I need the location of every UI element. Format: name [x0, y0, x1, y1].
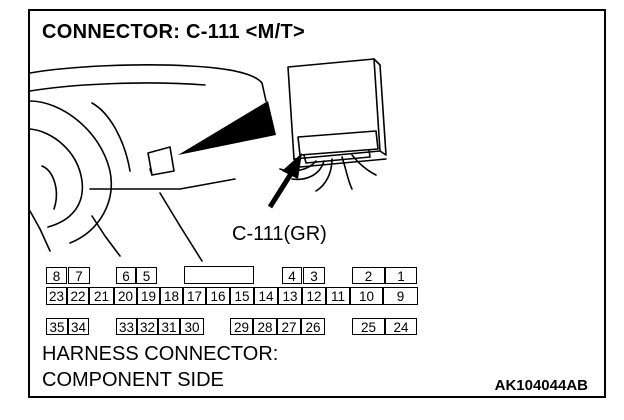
dashboard-illustration [30, 58, 387, 262]
pin-cell: 27 [277, 318, 301, 335]
pin-cell: 6 [116, 267, 136, 284]
pin-cell: 35 [46, 318, 68, 335]
pointer-wedge [178, 101, 276, 155]
arrow-icon [267, 153, 302, 209]
pin-cell: 15 [230, 287, 254, 305]
ecu-box [287, 58, 381, 160]
pin-cell: 33 [116, 318, 137, 335]
pin-cell: 22 [67, 287, 89, 305]
pin-cell: 24 [385, 318, 417, 335]
pin-cell: 13 [278, 287, 302, 305]
pin-cell: 32 [137, 318, 158, 335]
pin-cell: 16 [206, 287, 230, 305]
pin-cell: 2 [352, 267, 385, 284]
footer-line-1: HARNESS CONNECTOR: [42, 343, 279, 365]
pin-cell: 20 [114, 287, 137, 305]
pin-cell: 1 [385, 267, 417, 284]
console-line [159, 192, 203, 262]
pin-cell: 7 [68, 267, 90, 284]
pin-cell: 17 [183, 287, 206, 305]
harness-wire [341, 156, 353, 190]
pin-cell: 28 [253, 318, 277, 335]
mount-connector [147, 146, 175, 176]
footer-line-2: COMPONENT SIDE [42, 369, 224, 391]
connector-label: C-111(GR) [232, 223, 327, 245]
harness-wire [291, 160, 325, 181]
dashboard-lower-edge [89, 178, 236, 190]
knee-panel-line [91, 102, 131, 172]
dashboard-outline [30, 64, 267, 102]
dashboard-panel-line [30, 82, 206, 92]
ecu-plug [297, 130, 379, 156]
pin-cell: 30 [180, 318, 204, 335]
pin-cell: 12 [302, 287, 326, 305]
pin-cell: 34 [68, 318, 89, 335]
diagram-frame: CONNECTOR: C-111 <M/T> [28, 9, 606, 398]
pin-cell: 26 [301, 318, 325, 335]
diagram-title: CONNECTOR: C-111 <M/T> [42, 21, 305, 43]
pin-cell: 18 [160, 287, 183, 305]
pin-cell: 10 [350, 287, 383, 305]
pin-cell: 25 [352, 318, 385, 335]
pin-cell: 5 [136, 267, 157, 284]
pin-cell: 4 [282, 267, 302, 284]
harness-wire [279, 160, 317, 172]
pin-cell: 23 [46, 287, 67, 305]
pin-cell: 29 [230, 318, 253, 335]
steering-inner-arc [41, 165, 58, 210]
harness-wire [315, 158, 333, 192]
pin-cell: 19 [137, 287, 160, 305]
harness-wire [351, 154, 377, 176]
figure-id: AK104044AB [494, 377, 588, 394]
lower-curve [91, 215, 121, 257]
pin-cell: 11 [326, 287, 350, 305]
connector-key [184, 266, 254, 284]
pin-cell: 9 [383, 287, 418, 305]
pin-cell: 21 [89, 287, 114, 305]
pin-cell: 14 [254, 287, 278, 305]
pin-cell: 3 [303, 267, 325, 284]
pin-cell: 31 [158, 318, 180, 335]
steering-wheel-arc [30, 100, 112, 244]
pin-cell: 8 [46, 267, 67, 284]
left-trim-line [30, 210, 51, 252]
steering-column [30, 128, 84, 228]
